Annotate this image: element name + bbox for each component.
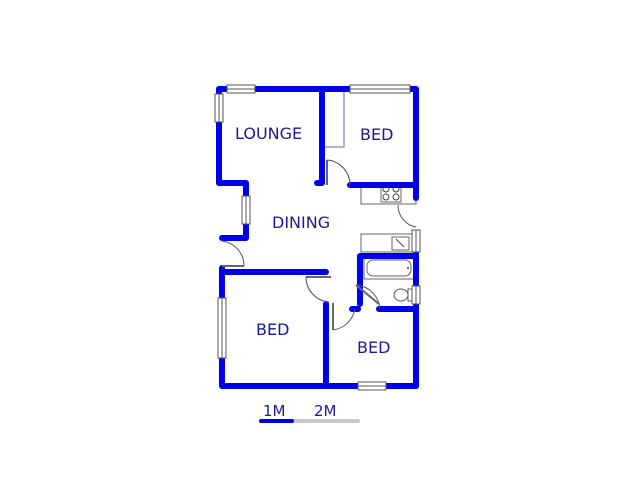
scale-label-1m: 1M <box>263 402 286 420</box>
sink-icon <box>391 236 410 251</box>
door-bed-top <box>326 159 351 186</box>
scale-bar: 1M 2M <box>259 402 360 423</box>
window-bath-right <box>411 285 421 305</box>
scale-label-2m: 2M <box>314 402 337 420</box>
door-bed-right <box>332 303 356 331</box>
door-kitchen-exterior <box>397 204 417 228</box>
room-label-lounge: LOUNGE <box>235 124 302 143</box>
room-label-dining: DINING <box>272 213 330 232</box>
room-label-bed-bottom-left: BED <box>256 320 289 339</box>
door-dining-exterior <box>221 240 245 267</box>
room-label-bed-bottom-right: BED <box>357 338 390 357</box>
window-bed-top <box>349 84 411 94</box>
window-bed-bottom <box>357 381 387 391</box>
door-bed-left <box>305 276 331 303</box>
window-kitchen-right <box>411 229 421 253</box>
window-bed-left <box>217 297 227 359</box>
window-lounge-left <box>214 93 224 123</box>
window-lounge-top <box>226 84 256 94</box>
bathtub-icon <box>363 256 415 280</box>
window-dining-left <box>241 195 251 225</box>
built-in-cupboard <box>323 88 345 148</box>
toilet-icon <box>393 288 414 302</box>
room-label-bed-top: BED <box>360 125 393 144</box>
door-bath <box>355 284 381 310</box>
